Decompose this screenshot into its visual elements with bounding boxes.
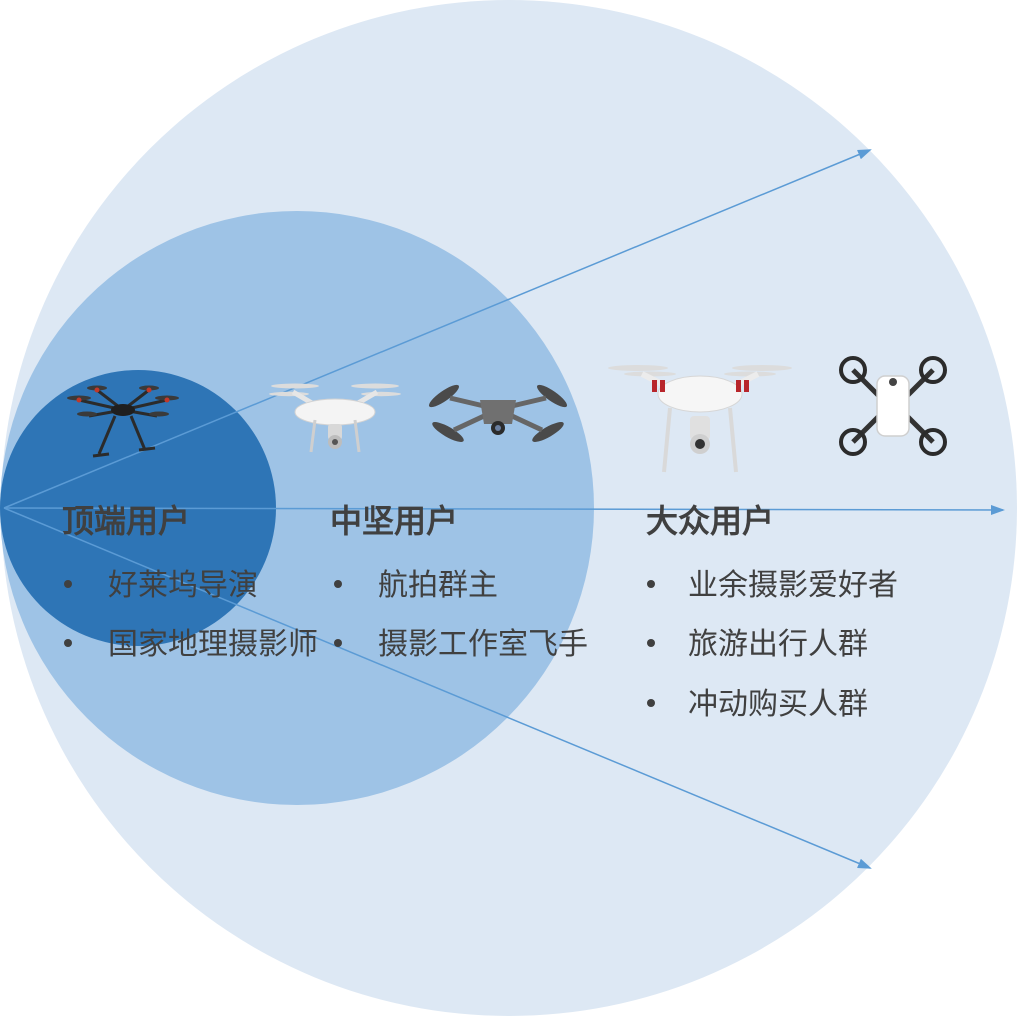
white-red-quadcopter-drone-icon (608, 365, 792, 473)
segment-item-mass-3: 冲动购买人群 (688, 687, 868, 722)
bullet-top-2 (64, 639, 72, 647)
segment-item-top-1: 好莱坞导演 (108, 568, 258, 603)
segment-item-mass-1: 业余摄影爱好者 (688, 568, 898, 603)
bullet-top-1 (64, 580, 72, 588)
arrow-lower (3, 507, 872, 869)
arrow-middle (3, 504, 1005, 515)
bullet-mass-3 (647, 699, 655, 707)
mini-white-drone-icon (839, 356, 947, 456)
bullet-mass-1 (647, 580, 655, 588)
foldable-gray-drone-icon (428, 384, 568, 442)
segment-item-core-1: 航拍群主 (378, 568, 498, 603)
segment-item-mass-2: 旅游出行人群 (688, 627, 868, 662)
segment-title-top-users: 顶端用户 (62, 502, 190, 540)
segment-item-core-2: 摄影工作室飞手 (378, 627, 588, 662)
segment-item-top-2: 国家地理摄影师 (108, 627, 318, 662)
segment-title-mass-users: 大众用户 (646, 502, 774, 540)
bullet-mass-2 (647, 639, 655, 647)
white-quadcopter-drone-icon (269, 383, 401, 453)
hexacopter-drone-icon (67, 385, 179, 458)
bullet-core-2 (334, 639, 342, 647)
segment-title-core-users: 中坚用户 (330, 502, 458, 540)
bullet-core-1 (334, 580, 342, 588)
